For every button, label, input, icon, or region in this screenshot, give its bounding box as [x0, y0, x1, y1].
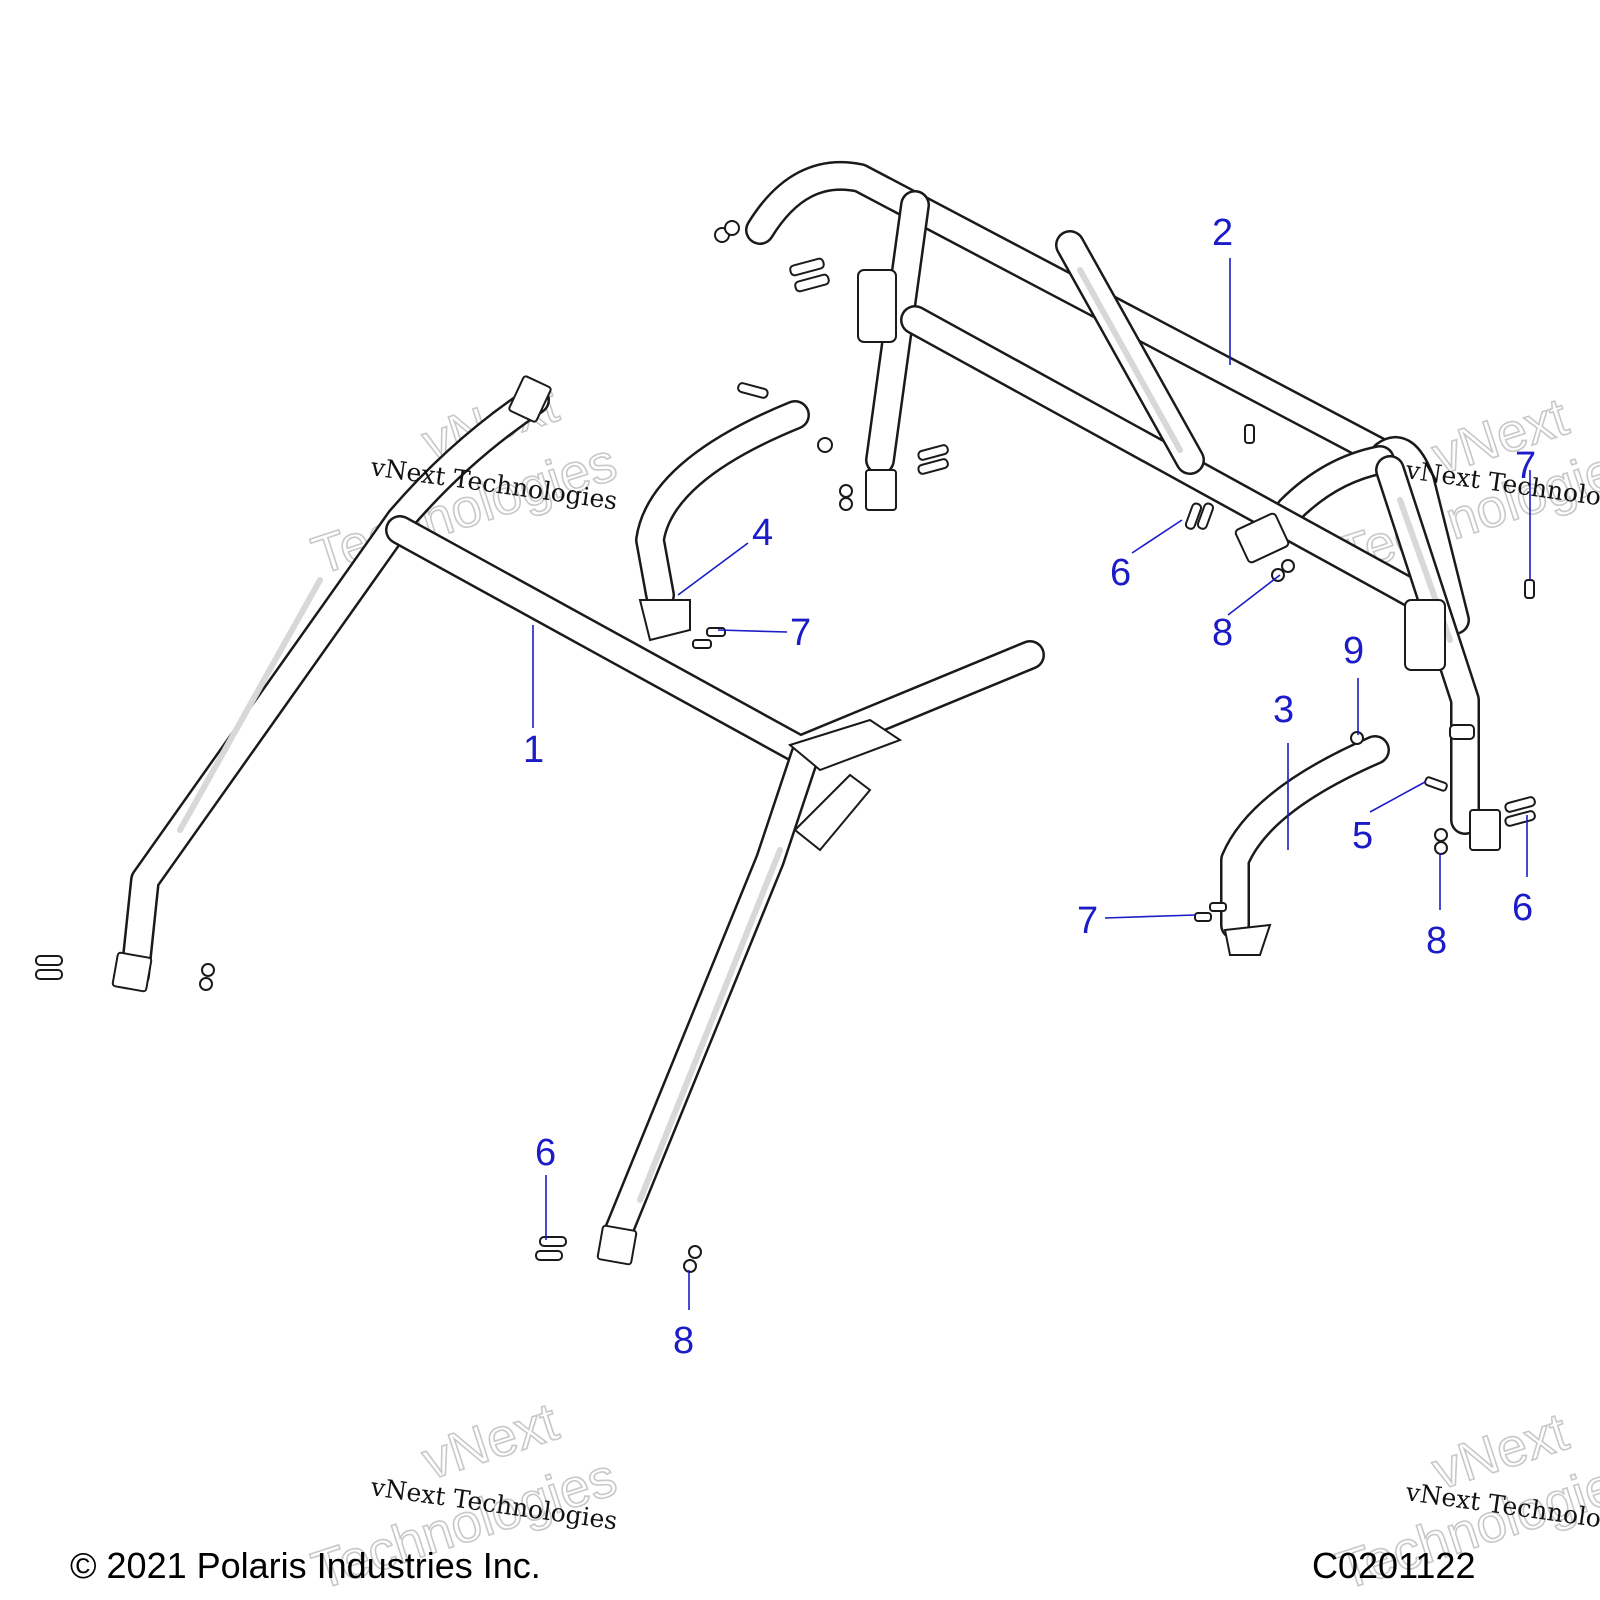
- callout-6-a: 6: [1110, 552, 1131, 594]
- nut-icon: [1281, 559, 1295, 573]
- mount-plate: [1404, 599, 1446, 671]
- bolt-icon: [706, 627, 726, 637]
- gusset: [787, 718, 903, 772]
- nut-icon: [688, 1245, 702, 1259]
- brace-part-3: [1220, 735, 1390, 956]
- bolt-icon: [917, 458, 949, 475]
- tube-end: [596, 1224, 638, 1266]
- callout-7-a: 7: [790, 612, 811, 654]
- foot-plate: [638, 599, 691, 642]
- bolt-icon: [1424, 776, 1448, 792]
- bolt-icon: [737, 382, 769, 399]
- bolt-icon: [535, 1250, 563, 1261]
- rear-cage-part-2: [745, 160, 1501, 851]
- nut-icon: [1434, 841, 1448, 855]
- bolt-icon: [539, 1236, 567, 1247]
- nut-icon: [839, 497, 853, 511]
- bolt-icon: [1194, 912, 1212, 922]
- bolt-icon: [1524, 579, 1535, 599]
- callout-4: 4: [752, 512, 773, 554]
- tube-end: [1469, 809, 1501, 851]
- nut-icon: [817, 437, 833, 453]
- callout-6-c: 6: [535, 1132, 556, 1174]
- bolt-icon: [35, 969, 63, 980]
- foot-plate: [1223, 923, 1272, 956]
- bolt-icon: [1196, 502, 1215, 530]
- callout-3: 3: [1273, 689, 1294, 731]
- bolt-icon: [917, 444, 949, 461]
- callout-2: 2: [1212, 212, 1233, 254]
- callout-7-b: 7: [1515, 445, 1536, 487]
- bolt-icon: [1504, 796, 1536, 813]
- callout-8-a: 8: [1212, 612, 1233, 654]
- mount-plate: [857, 269, 897, 343]
- drawing-code: C0201122: [1312, 1545, 1475, 1586]
- hardware-group: [35, 220, 1536, 1273]
- callout-8-c: 8: [673, 1320, 694, 1362]
- mount-bracket: [1234, 512, 1290, 564]
- bolt-icon: [794, 273, 830, 293]
- bolt-icon: [1504, 810, 1536, 827]
- bolt-icon: [35, 955, 63, 966]
- tube-end: [865, 469, 897, 511]
- callout-9: 9: [1343, 630, 1364, 672]
- callout-7-c: 7: [1077, 900, 1098, 942]
- nut-icon: [201, 963, 215, 977]
- nut-icon: [839, 484, 853, 498]
- copyright-text: © 2021 Polaris Industries Inc.: [70, 1545, 541, 1586]
- nut-icon: [199, 977, 213, 991]
- front-cage-part-1: [111, 375, 1045, 1266]
- bushing-icon: [1449, 724, 1475, 740]
- callout-1: 1: [523, 729, 544, 771]
- brace-part-4: [635, 400, 810, 642]
- leader-lines: [532, 258, 1531, 1310]
- callout-8-b: 8: [1426, 920, 1447, 962]
- gusset: [793, 773, 872, 852]
- callouts: 2 1 4 7 6 8 7 9 3 5 8 6 7 6 8: [523, 212, 1536, 1362]
- callout-6-b: 6: [1512, 887, 1533, 929]
- bolt-icon: [789, 257, 825, 277]
- bolt-icon: [692, 639, 712, 649]
- nut-icon: [724, 220, 740, 236]
- bolt-icon: [1209, 902, 1227, 912]
- nut-icon: [1434, 828, 1448, 842]
- bolt-icon: [1184, 502, 1203, 530]
- tube-end: [508, 375, 552, 423]
- nut-icon: [1350, 731, 1364, 745]
- nut-icon: [683, 1259, 697, 1273]
- tube-end: [111, 951, 153, 993]
- callout-5: 5: [1352, 815, 1373, 857]
- bolt-icon: [1244, 424, 1255, 444]
